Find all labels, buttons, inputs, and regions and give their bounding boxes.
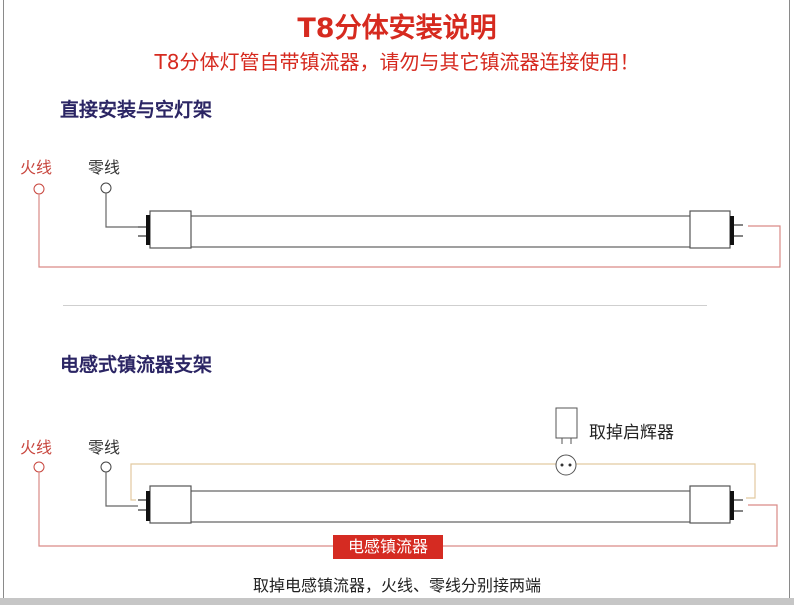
end-cap-icon xyxy=(149,210,192,249)
starter-icon xyxy=(555,407,578,439)
terminal-circle-icon xyxy=(100,461,112,473)
neutral-wire-label: 零线 xyxy=(88,438,121,457)
section-title-direct: 直接安装与空灯架 xyxy=(60,99,213,121)
remove-starter-label: 取掉启辉器 xyxy=(589,423,674,443)
starter-socket-icon xyxy=(555,454,577,476)
section-title-inductive: 电感式镇流器支架 xyxy=(60,354,213,376)
end-cap-icon xyxy=(149,485,192,524)
scrollbar-track[interactable] xyxy=(0,598,794,605)
page-title: T8分体安装说明 xyxy=(297,13,497,44)
ballast-badge: 电感镇流器 xyxy=(333,535,443,559)
end-cap-icon xyxy=(689,210,731,249)
wiring-note: 取掉电感镇流器，火线、零线分别接两端 xyxy=(252,576,541,595)
terminal-circle-icon xyxy=(33,461,45,473)
page-subtitle: T8分体灯管自带镇流器，请勿与其它镇流器连接使用！ xyxy=(154,50,640,74)
neutral-wire-label: 零线 xyxy=(88,158,121,177)
end-cap-icon xyxy=(689,485,731,524)
page-frame xyxy=(3,0,790,598)
live-wire-label: 火线 xyxy=(20,158,53,177)
section-divider xyxy=(63,305,707,306)
live-wire-label: 火线 xyxy=(20,438,53,457)
